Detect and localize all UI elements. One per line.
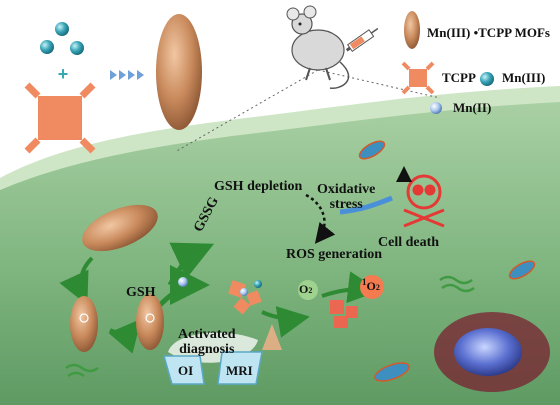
gsh-label: GSH — [126, 285, 156, 300]
flow-arrow — [108, 318, 142, 354]
mn3-sphere — [55, 22, 69, 36]
syringe-icon — [345, 27, 379, 52]
tcpp-legend-icon — [401, 61, 435, 95]
legend-mn3-label: Mn(III) — [502, 70, 546, 85]
mn3-legend-icon — [480, 72, 494, 86]
tcpp-fragments — [228, 280, 262, 315]
singlet-o2-label: 1O2 — [362, 277, 380, 293]
legend-tcpp-label: TCPP — [442, 70, 476, 85]
o2-symbol: O — [299, 282, 309, 296]
organelle-squiggle — [439, 275, 475, 293]
mitochondrion-icon — [508, 260, 536, 280]
mri-label: MRI — [226, 363, 253, 378]
flow-arrow — [158, 265, 210, 307]
oi-label: OI — [178, 363, 194, 378]
oxidative-stress-label: Oxidative stress — [317, 182, 376, 213]
plus-sign: + — [58, 64, 69, 84]
singlet-o2-symbol: O — [366, 279, 376, 293]
singlet-o2-subscript: 2 — [375, 283, 380, 292]
cell-death-label: Cell death — [378, 235, 440, 250]
organelle-squiggle — [65, 363, 99, 378]
fluorescence-arrow — [262, 324, 282, 350]
mouse-icon — [286, 5, 350, 89]
mn2-legend-icon — [430, 102, 442, 114]
diagnosis-panel — [163, 332, 263, 385]
flow-arrow — [261, 306, 310, 338]
mitochondrion-icon — [358, 140, 386, 160]
singlet-o2-superscript: 1 — [362, 277, 367, 287]
singlet-o2-molecule — [360, 275, 384, 299]
flow-arrow — [59, 256, 94, 306]
cycle-arrow — [305, 193, 336, 244]
mof-legend-icon — [404, 11, 420, 49]
ros-generation-label: ROS generation — [286, 247, 383, 262]
gsh-depletion-label: GSH depletion — [214, 179, 303, 194]
legend-mof-label: Mn(III) •TCPP MOFs — [427, 25, 550, 40]
legend-mn2-label: Mn(II) — [453, 100, 492, 115]
mn3-sphere — [70, 41, 84, 55]
tcpp-molecule — [24, 82, 96, 154]
mof-particle — [156, 14, 202, 130]
skull-icon — [403, 174, 445, 228]
synthesis-arrow — [110, 70, 144, 80]
mn3-sphere — [40, 40, 54, 54]
stress-arrow — [339, 195, 393, 215]
mitochondrion-icon — [374, 362, 410, 382]
tcpp-fragments-glowing — [330, 300, 358, 328]
o2-label: O2 — [299, 283, 312, 295]
mof-particle-entering — [82, 204, 158, 252]
mof-particle-small — [70, 296, 98, 352]
nucleus-icon — [434, 312, 550, 392]
flow-arrow — [167, 242, 215, 287]
mn2-ion — [178, 277, 188, 287]
o2-subscript: 2 — [308, 286, 313, 295]
activated-diagnosis-label: Activated diagnosis — [178, 327, 236, 357]
o2-molecule — [298, 280, 318, 300]
